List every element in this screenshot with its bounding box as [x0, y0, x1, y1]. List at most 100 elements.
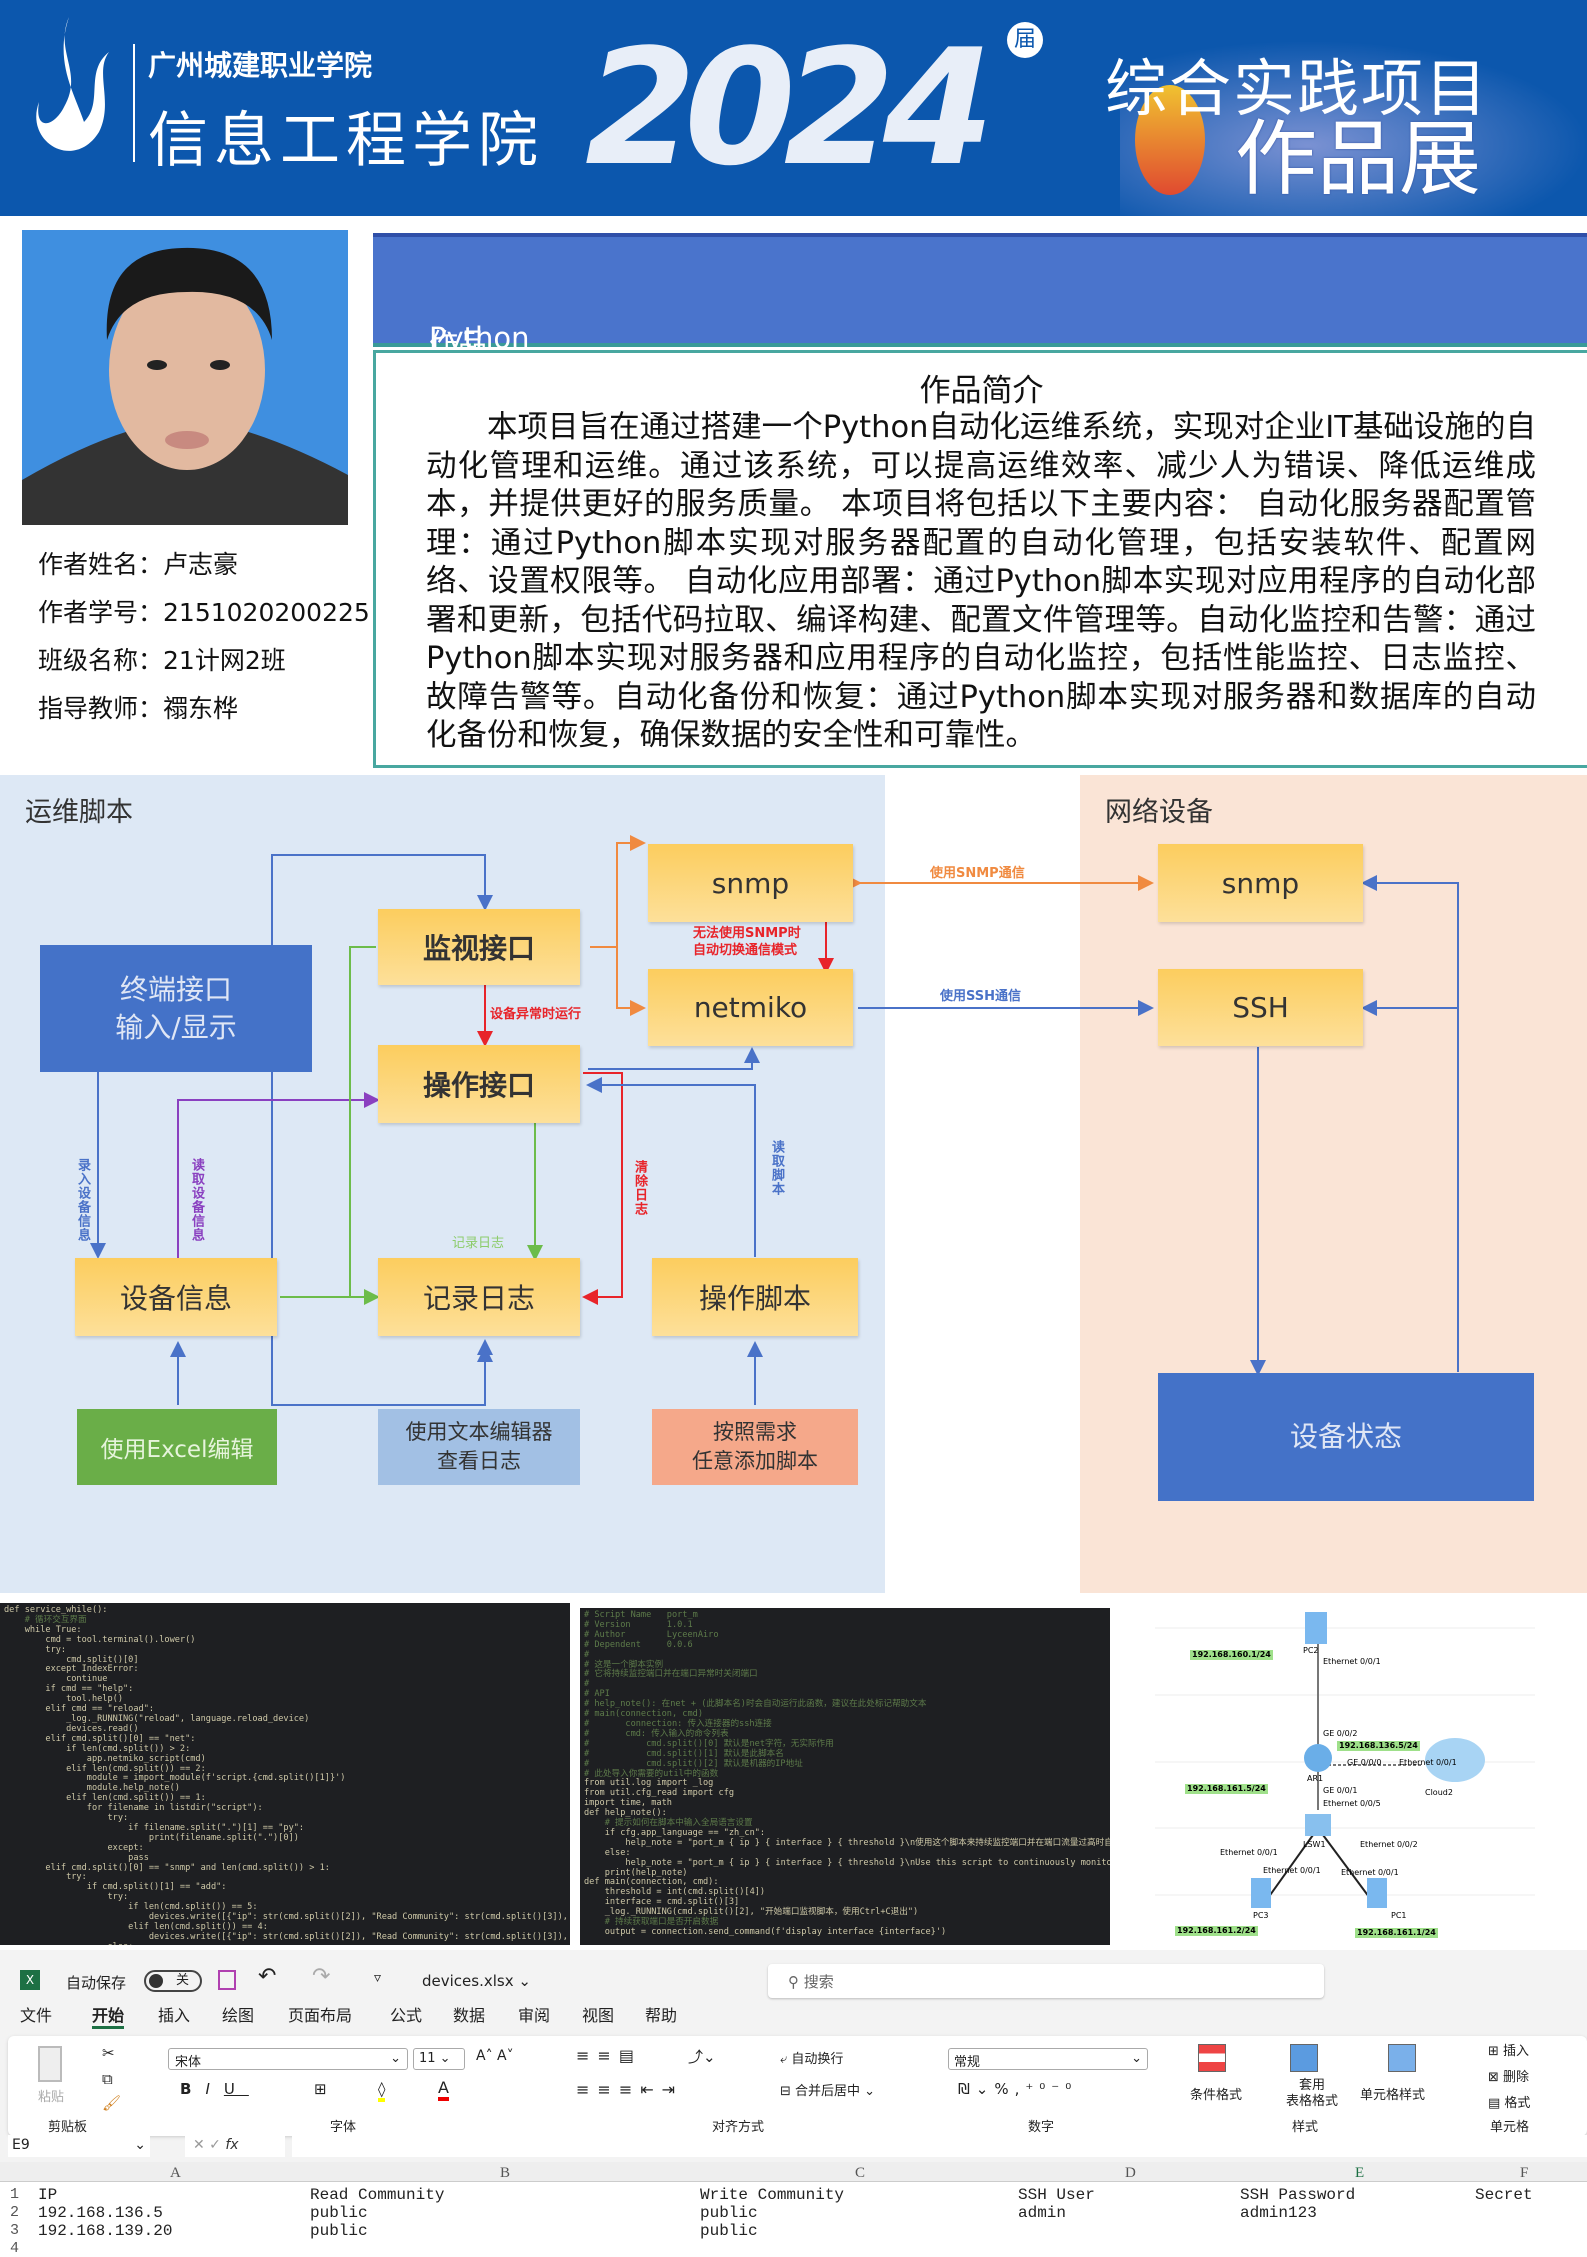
format-painter-icon[interactable]: 🖌 [102, 2094, 122, 2112]
wrap-text-label: 自动换行 [791, 2052, 844, 2067]
conditional-format-icon[interactable] [1198, 2044, 1226, 2072]
label-auto-switch: 无法使用SNMP时自动切换通信模式 [693, 925, 801, 959]
horizontal-align-icons[interactable]: ≡≡≡⇤⇥ [576, 2080, 684, 2099]
code-line: import time, math [584, 1798, 672, 1809]
column-header[interactable]: D [1125, 2165, 1136, 2181]
ribbon-tab[interactable]: 页面布局 [288, 2006, 353, 2025]
wrap-text-button[interactable]: ⤶ 自动换行 [780, 2052, 844, 2067]
table-cell[interactable]: public [310, 2204, 368, 2222]
ribbon-tab[interactable]: 帮助 [645, 2006, 678, 2025]
code-line: # 它将持续监控端口并在端口异常时关闭端口 [584, 1669, 758, 1680]
terminal-line1: 终端接口 [119, 972, 232, 1006]
insert-cells-button[interactable]: ⊞ 插入 [1488, 2044, 1530, 2059]
table-cell[interactable]: public [310, 2222, 368, 2240]
column-header[interactable]: C [855, 2165, 866, 2181]
font-color-icon[interactable]: A [438, 2078, 449, 2101]
topology-label-pc3-ip: 192.168.161.2/24 [1175, 1926, 1258, 1936]
row-number[interactable]: 1 [10, 2186, 20, 2203]
table-cell[interactable]: SSH Password [1240, 2186, 1356, 2204]
code-line: elif cmd == "reload": [4, 1704, 155, 1715]
table-cell[interactable]: public [700, 2204, 758, 2222]
quick-access-dropdown-icon[interactable]: ▿ [374, 1970, 382, 1986]
table-format-icon[interactable] [1290, 2044, 1318, 2072]
table-cell[interactable]: Write Community [700, 2186, 845, 2204]
code-line: # 持续获取端口是否开启数据 [584, 1917, 719, 1928]
row-number[interactable]: 2 [10, 2204, 20, 2221]
table-cell[interactable]: IP [38, 2186, 58, 2204]
ribbon-tab[interactable]: 插入 [158, 2006, 191, 2025]
cell-style-label[interactable]: 单元格样式 [1360, 2088, 1426, 2103]
topology-label-cloud: Cloud2 [1425, 1788, 1453, 1797]
merge-center-button[interactable]: ⊟ 合并后居中 ⌄ [780, 2084, 876, 2099]
table-cell[interactable]: 192.168.136.5 [38, 2204, 163, 2222]
number-format-icons[interactable]: ₪⌄%,⁺⁰⁻⁰ [958, 2080, 1078, 2098]
column-header[interactable]: E [1355, 2165, 1365, 2181]
autosave-toggle[interactable]: 关 [144, 1970, 202, 1992]
cut-icon[interactable]: ✂ [102, 2044, 115, 2062]
redo-icon[interactable]: ↷ [312, 1964, 331, 1989]
conditional-format-label[interactable]: 条件格式 [1190, 2088, 1243, 2103]
ribbon-tab[interactable]: 视图 [582, 2006, 615, 2025]
ribbon-tab[interactable]: 数据 [453, 2006, 486, 2025]
ribbon-tab[interactable]: 审阅 [518, 2006, 551, 2025]
table-cell[interactable]: SSH User [1018, 2186, 1095, 2204]
code-screenshot-service-loop: def service_while(): # 循环交互界面 while True… [0, 1603, 570, 1945]
topology-label-sw-eth1: Ethernet 0/0/1 [1220, 1848, 1278, 1857]
name-box[interactable]: E9⌄ [8, 2135, 150, 2157]
ribbon-tab[interactable]: 绘图 [222, 2006, 255, 2025]
cell-style-icon[interactable] [1388, 2044, 1416, 2072]
table-cell[interactable]: 192.168.139.20 [38, 2222, 173, 2240]
add-script-box: 按照需求任意添加脚本 [652, 1409, 858, 1485]
project-title-box: 作品名称： Python自动化运维 [373, 233, 1587, 445]
number-format-select[interactable]: 常规⌄ [948, 2048, 1148, 2070]
font-select[interactable]: 宋体⌄ [168, 2048, 408, 2070]
font-size-select[interactable]: 11 ⌄ [413, 2048, 465, 2070]
search-icon: ⚲ [788, 1973, 804, 1991]
ribbon-tab[interactable]: 文件 [20, 2006, 53, 2025]
code-line: # Author LyceenAiro [584, 1629, 719, 1640]
code-line: # cmd: 传入输入的命令列表 [584, 1728, 729, 1739]
delete-label: 删除 [1503, 2070, 1530, 2085]
fill-color-icon[interactable]: ◊ [378, 2080, 386, 2102]
author-name-row: 作者姓名：卢志豪 [38, 545, 238, 581]
editor-box: 使用文本编辑器查看日志 [378, 1409, 580, 1485]
topology-label-pc3: PC3 [1253, 1911, 1269, 1920]
delete-cells-button[interactable]: ⊠ 删除 [1488, 2070, 1530, 2085]
table-cell[interactable]: admin [1018, 2204, 1067, 2222]
formula-controls[interactable]: ✕ ✓ fx [185, 2135, 285, 2157]
copy-icon[interactable]: ⧉ [102, 2070, 113, 2088]
column-header[interactable]: B [500, 2165, 511, 2181]
topology-label-sw-eth5: Ethernet 0/0/5 [1323, 1799, 1381, 1808]
save-icon[interactable] [218, 1970, 236, 1990]
format-cells-button[interactable]: ▤ 格式 [1488, 2096, 1531, 2111]
ribbon-tab[interactable]: 开始 [92, 2002, 125, 2029]
font-style-buttons[interactable]: BIU [180, 2080, 249, 2098]
table-cell[interactable]: public [700, 2222, 758, 2240]
orientation-icon[interactable]: ⤴⌄ [688, 2048, 716, 2066]
toggle-knob [149, 1974, 163, 1988]
filename[interactable]: devices.xlsx ⌄ [422, 1972, 531, 1990]
undo-icon[interactable]: ↶ [258, 1964, 277, 1989]
code-line: cmd.split()[0] [4, 1654, 139, 1665]
border-icon[interactable]: ⊞ [314, 2080, 327, 2098]
code-line: # Script Name port_m [584, 1610, 698, 1620]
table-cell[interactable]: admin123 [1240, 2204, 1317, 2222]
label-auto-switch-l2: 自动切换通信模式 [693, 943, 798, 958]
vertical-align-icons[interactable]: ≡≡▤ [576, 2046, 642, 2065]
year-logo: 2024 [585, 14, 994, 201]
table-format-label[interactable]: 套用表格格式 [1286, 2078, 1338, 2110]
column-header[interactable]: A [170, 2165, 181, 2181]
table-cell[interactable]: Secret [1475, 2186, 1533, 2204]
column-header[interactable]: F [1520, 2165, 1529, 2181]
table-cell[interactable]: Read Community [310, 2186, 445, 2204]
row-number[interactable]: 4 [10, 2240, 20, 2257]
label-snmp-comm: 使用SNMP通信 [930, 866, 1025, 881]
ribbon-tab[interactable]: 公式 [390, 2006, 423, 2025]
code-line: threshold = int(cmd.split()[4]) [584, 1887, 766, 1898]
row-number[interactable]: 3 [10, 2222, 20, 2239]
operate-box: 操作接口 [378, 1045, 580, 1123]
font-grow-icon[interactable]: A˄ A˅ [476, 2048, 514, 2064]
search-input[interactable]: ⚲ 搜索 [768, 1964, 1324, 1998]
formula-input[interactable] [292, 2135, 1587, 2157]
paste-icon[interactable] [38, 2046, 62, 2082]
